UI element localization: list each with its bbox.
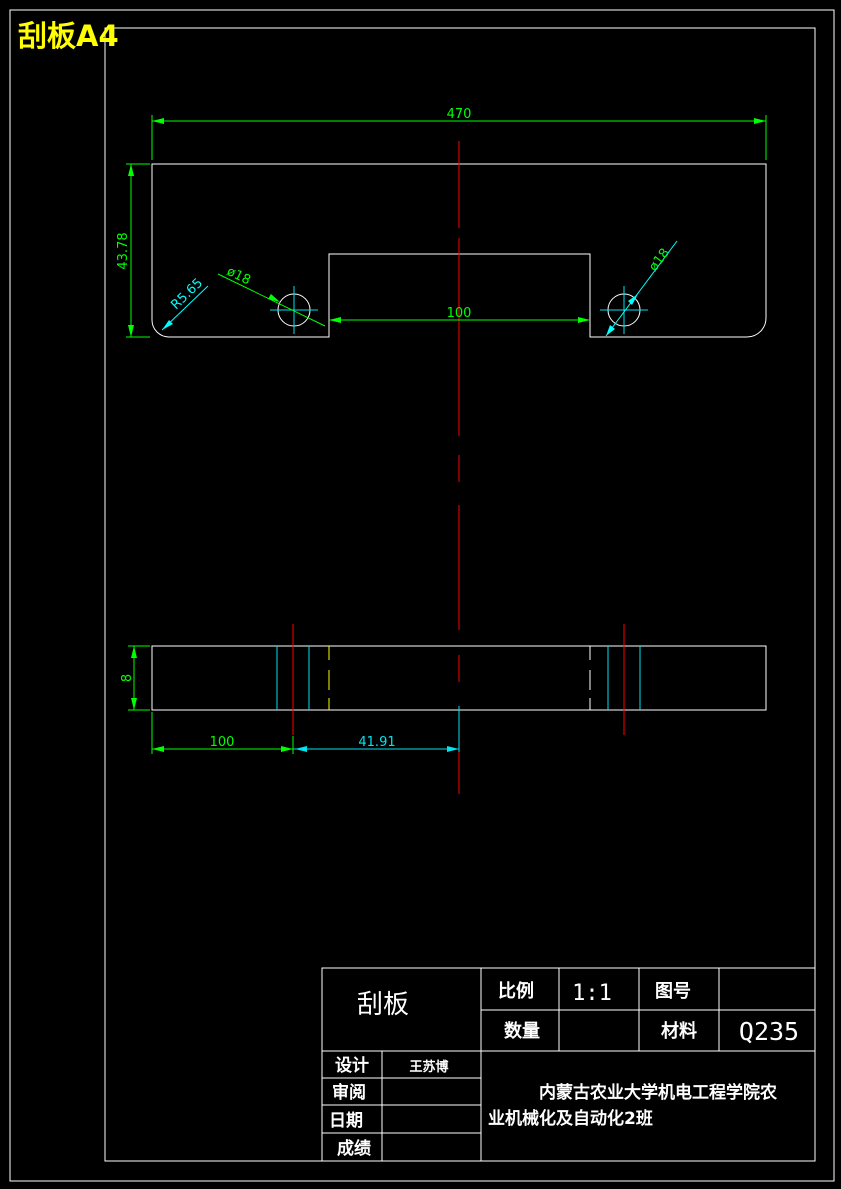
- dim-slot-100-label: 100: [447, 306, 472, 321]
- side-hidden-lines: [276, 646, 641, 710]
- dim-radius-leader: [161, 285, 209, 331]
- dim-43-78-label: 43.78: [116, 232, 131, 269]
- material-label: 材料: [661, 1020, 697, 1042]
- dim-slot-100: [329, 317, 590, 323]
- dim-8-label: 8: [120, 674, 135, 682]
- dim-470: [151, 115, 767, 160]
- side-view: 8 100 41.91: [120, 624, 767, 794]
- right-hole: [600, 286, 648, 334]
- dim-470-label: 470: [447, 107, 472, 122]
- top-view-outline: [151, 163, 767, 338]
- part-name: 刮板: [357, 990, 409, 1020]
- designer-name: 王苏博: [409, 1059, 448, 1075]
- review-label: 审阅: [332, 1082, 366, 1103]
- dim-41-91-label: 41.91: [358, 735, 395, 750]
- title-block: 刮板 比例 1:1 图号 数量 材料 Q235 设计 王苏博 审阅 日期 成绩 …: [321, 967, 816, 1162]
- school-line-2: 业机械化及自动化2班: [488, 1108, 653, 1129]
- quantity-label: 数量: [504, 1020, 540, 1042]
- school-line-1: 内蒙古农业大学机电工程学院农: [539, 1082, 777, 1103]
- drawing-no-label: 图号: [655, 981, 691, 1002]
- dim-side-100-label: 100: [210, 735, 235, 750]
- scale-value: 1:1: [572, 981, 612, 1006]
- date-label: 日期: [329, 1111, 363, 1131]
- material-value: Q235: [739, 1017, 799, 1046]
- scale-label: 比例: [498, 980, 534, 1002]
- dim-side-100: [151, 712, 294, 754]
- top-view: 470 43.78 100 R5.65 ø18: [116, 107, 767, 630]
- left-hole: [270, 286, 318, 334]
- dim-43-78: [126, 163, 150, 338]
- dim-8: [128, 645, 150, 711]
- outer-frame: [9, 9, 835, 1182]
- sheet-title: 刮板A4: [18, 19, 119, 53]
- design-label: 设计: [335, 1055, 369, 1076]
- dim-left-hole-leader: [217, 273, 326, 327]
- title-block-frame: [321, 967, 816, 1162]
- dim-right-hole-leader: [605, 240, 678, 337]
- grade-label: 成绩: [337, 1138, 371, 1159]
- dim-41-91: [293, 746, 459, 752]
- side-centerlines: [292, 624, 625, 794]
